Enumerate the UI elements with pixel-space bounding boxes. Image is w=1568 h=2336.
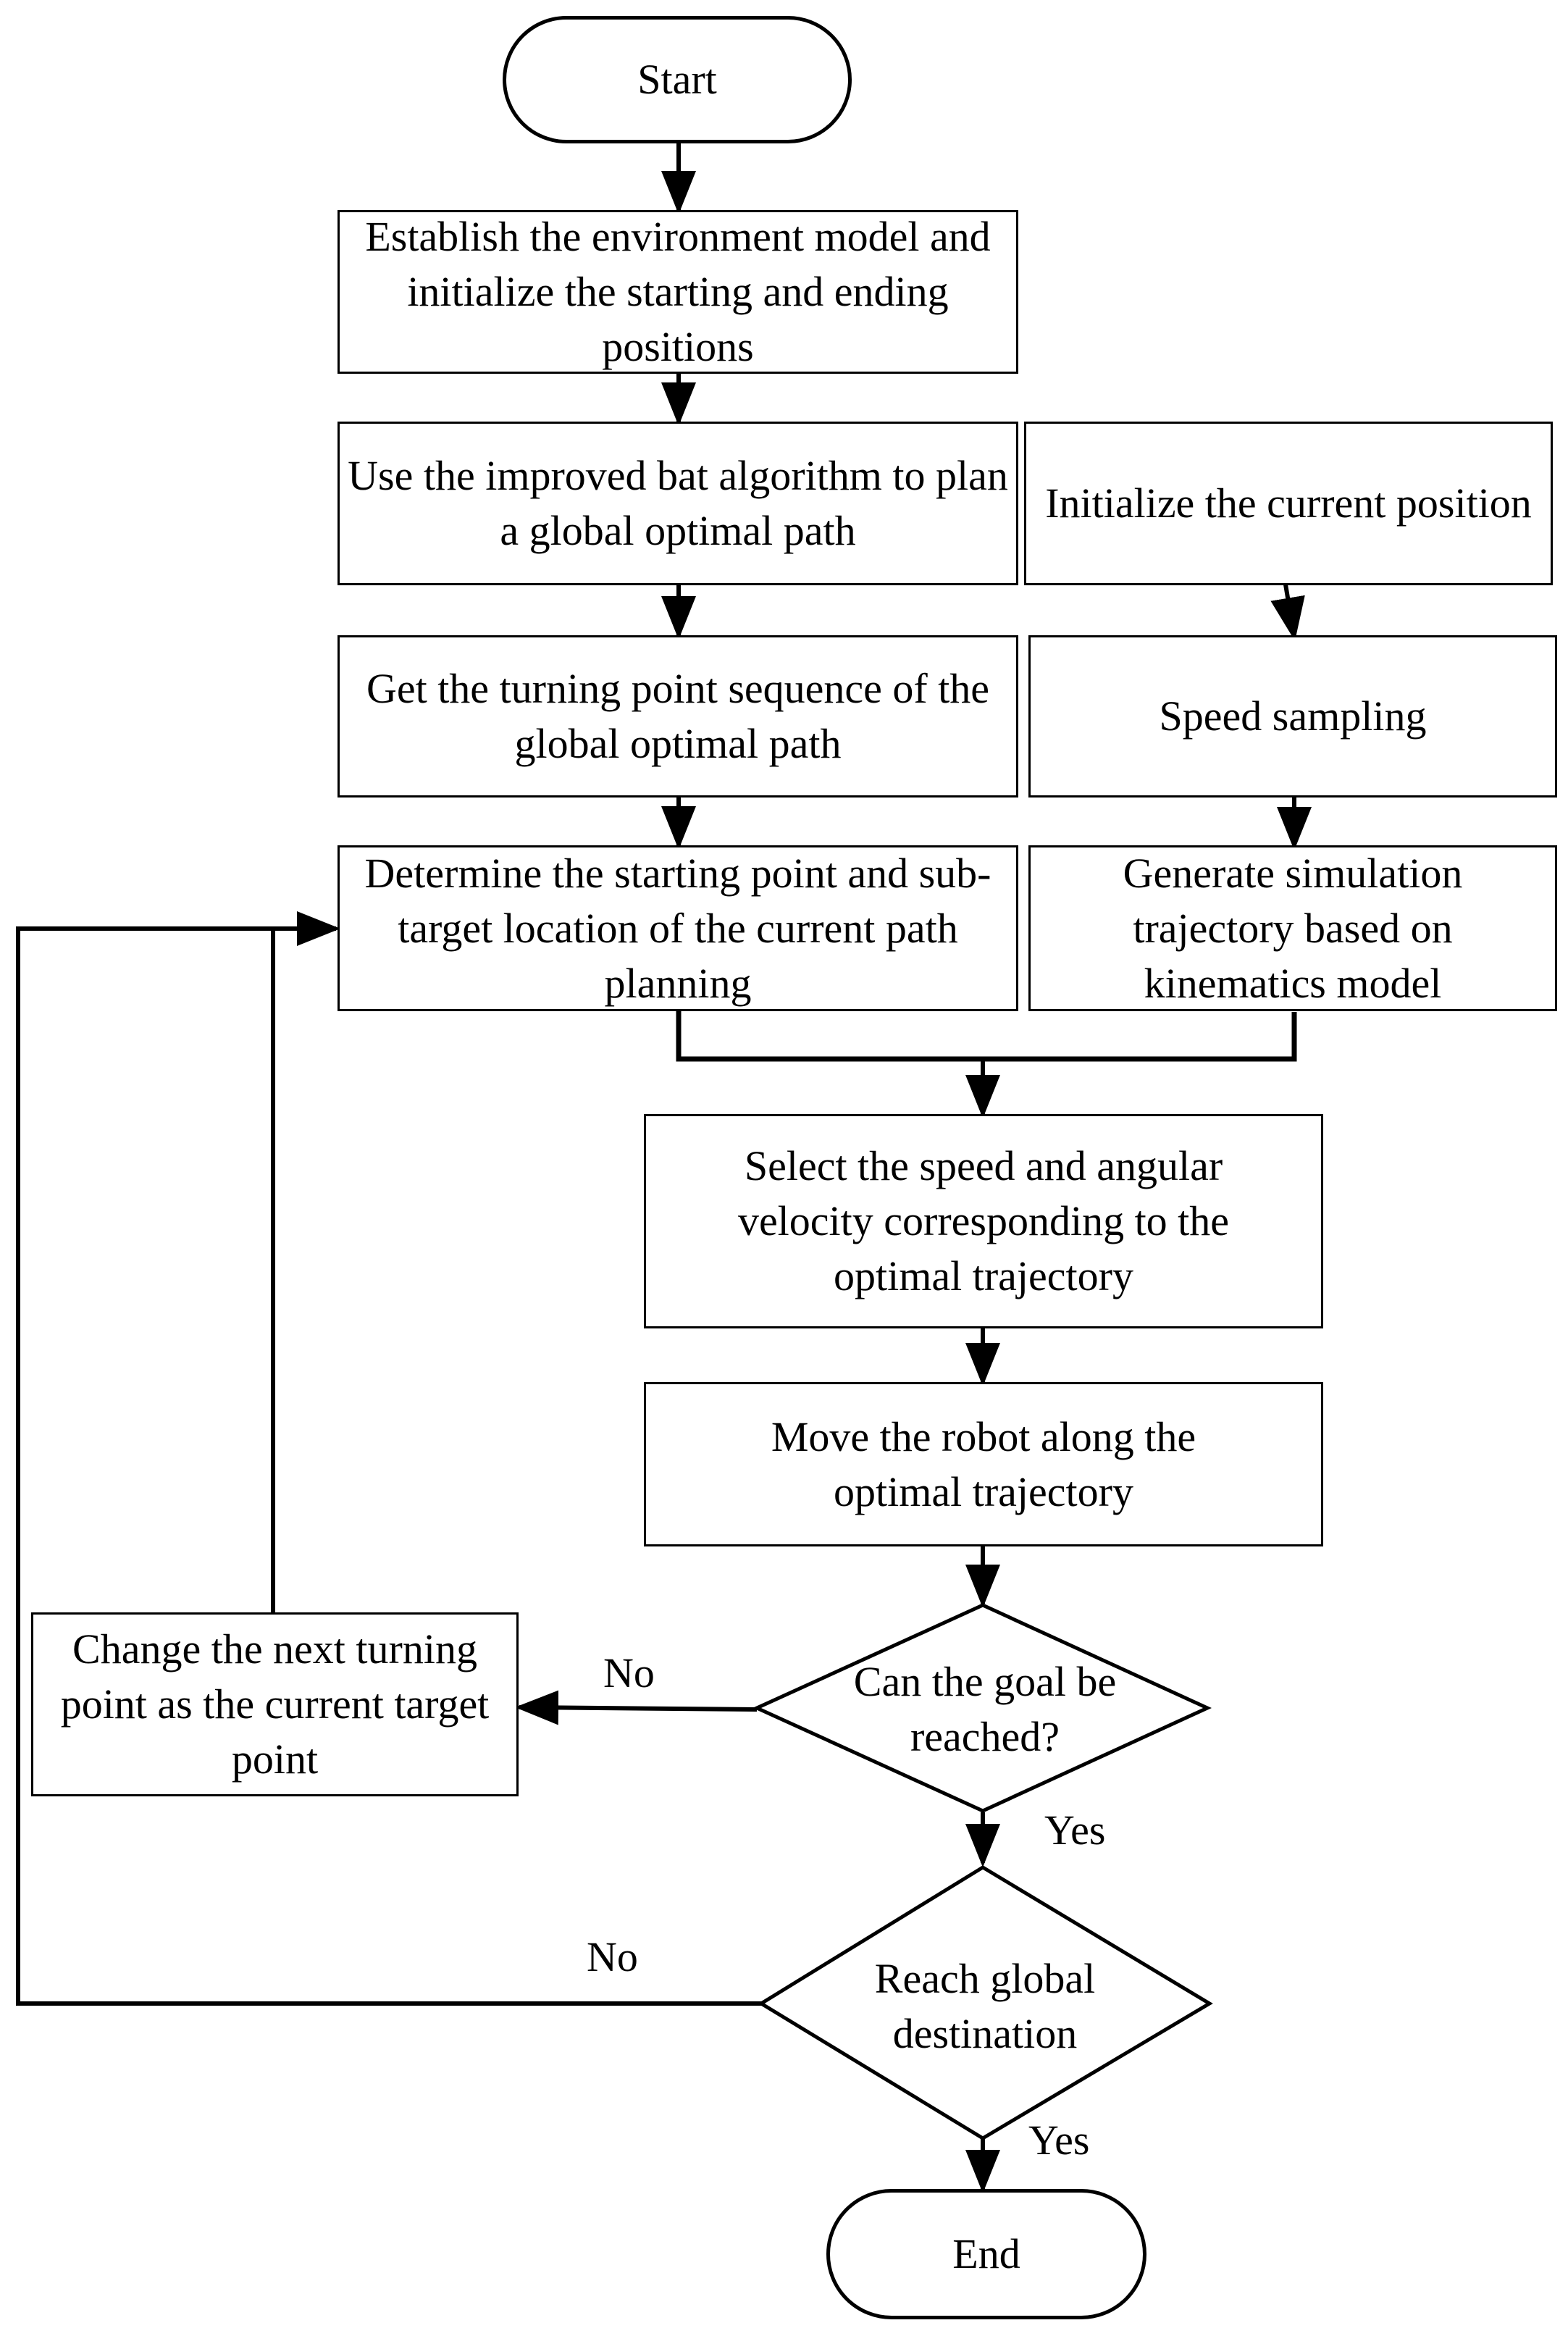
move-robot-box: Move the robot along the optimal traject… [644,1382,1323,1546]
end-text: End [952,2230,1020,2277]
select-speed-box: Select the speed and angular velocity co… [644,1114,1323,1328]
select-text: Select the speed and angular velocity co… [737,1142,1230,1299]
initialize-position-box: Initialize the current position [1024,422,1553,585]
start-text: Start [637,56,717,103]
generate-text: Generate simulation trajectory based on … [1123,849,1463,1007]
change-next-turning-box: Change the next turning point as the cur… [31,1612,519,1796]
generate-trajectory-box: Generate simulation trajectory based on … [1028,845,1557,1011]
can-goal-label: Can the goal be reached? [853,1658,1117,1760]
turning-text: Get the turning point sequence of the gl… [366,665,990,767]
reach-global-diamond [758,1865,1213,2140]
move-text: Move the robot along the optimal traject… [771,1412,1196,1515]
establish-text: Establish the environment model and init… [365,213,991,370]
establish-environment-box: Establish the environment model and init… [338,210,1018,374]
end-terminal: End [826,2189,1146,2319]
bat-text: Use the improved bat algorithm to plan a… [348,452,1008,554]
determine-subtarget-box: Determine the starting point and sub-tar… [338,845,1018,1011]
init-pos-text: Initialize the current position [1045,480,1532,527]
edge-global-no [16,911,761,2006]
change-text: Change the next turning point as the cur… [60,1625,490,1783]
global-yes-label: Yes [1028,2117,1090,2164]
turning-sequence-box: Get the turning point sequence of the gl… [338,635,1018,797]
edge-merge-select [676,1010,1297,1062]
bat-algorithm-box: Use the improved bat algorithm to plan a… [338,422,1018,585]
determine-text: Determine the starting point and sub-tar… [364,849,991,1007]
speed-sampling-box: Speed sampling [1028,635,1557,797]
edge-initpos-speed [1270,584,1305,641]
speed-text: Speed sampling [1159,692,1427,740]
reach-global-label: Reach global destination [874,1955,1096,2057]
goal-yes-label: Yes [1044,1807,1106,1854]
edge-goal-no [515,1690,758,1725]
can-goal-diamond [752,1603,1212,1813]
global-no-label: No [587,1933,638,1980]
goal-no-label: No [603,1649,655,1696]
start-terminal: Start [503,16,852,143]
